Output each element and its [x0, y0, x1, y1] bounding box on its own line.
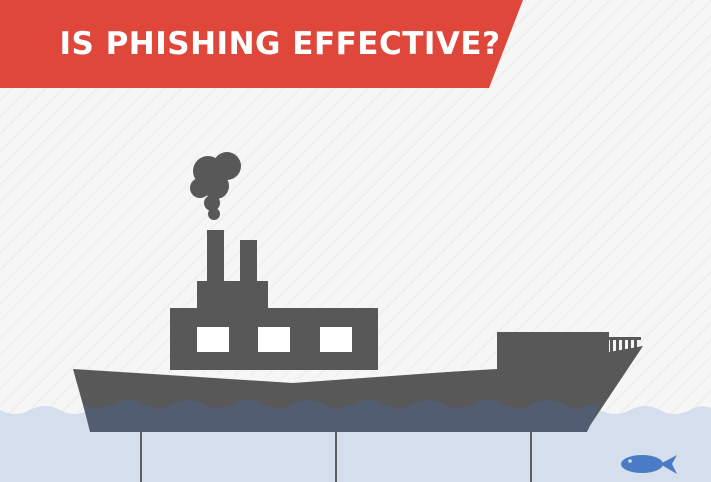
cargo-ship-icon	[73, 152, 643, 432]
fish-icon	[621, 455, 677, 474]
fishing-lines	[140, 432, 532, 482]
railing	[607, 337, 641, 352]
title-banner	[0, 0, 523, 88]
smoke-cloud-icon	[190, 152, 241, 220]
cabin-window	[320, 327, 352, 352]
cabin-window	[258, 327, 290, 352]
cabin-window	[197, 327, 229, 352]
page-title: IS PHISHING EFFECTIVE?	[59, 26, 501, 62]
